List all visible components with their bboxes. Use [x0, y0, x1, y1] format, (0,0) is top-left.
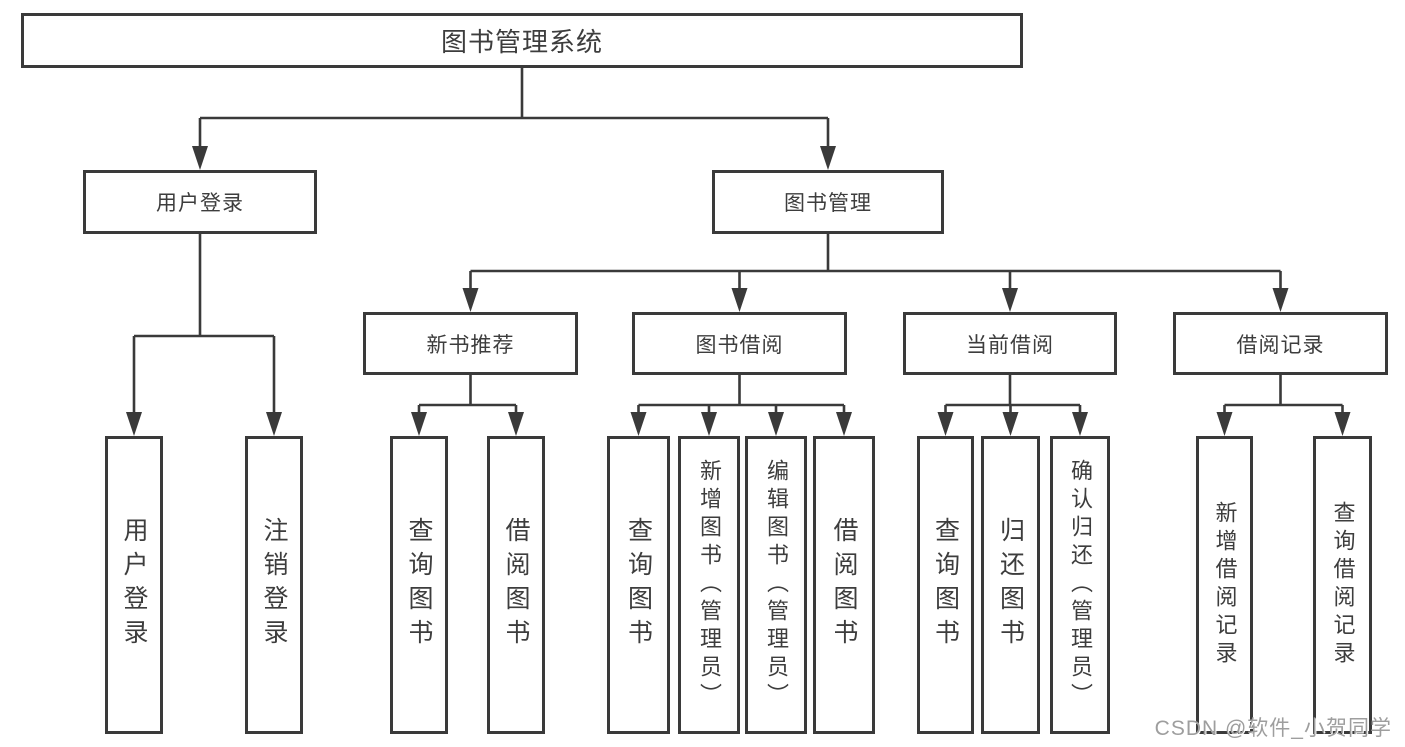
leaf-label: 借阅图书	[502, 517, 530, 653]
leaf-confirm-return-admin: 确认归还（管理员）	[1050, 436, 1110, 734]
node-user-login: 用户登录	[83, 170, 317, 234]
leaf-logout: 注销登录	[245, 436, 303, 734]
arrow-icon	[508, 412, 524, 436]
arrow-icon	[768, 412, 784, 436]
arrow-icon	[1216, 412, 1233, 436]
arrow-icon	[937, 412, 954, 436]
leaf-label: 用户登录	[120, 517, 148, 653]
node-label: 图书管理系统	[440, 27, 603, 57]
leaf-query-books-borrow: 查询图书	[607, 436, 670, 734]
node-label: 借阅记录	[1236, 333, 1325, 357]
leaf-return-book: 归还图书	[981, 436, 1040, 734]
leaf-label: 借阅图书	[830, 517, 858, 653]
leaf-query-borrow-record: 查询借阅记录	[1313, 436, 1372, 734]
leaf-add-book-admin: 新增图书（管理员）	[678, 436, 740, 734]
leaf-label: 查询图书	[931, 517, 960, 653]
leaf-label: 新增借阅记录	[1212, 501, 1238, 669]
leaf-label: 注销登录	[260, 517, 288, 653]
arrow-icon	[836, 412, 852, 436]
arrow-icon	[701, 412, 717, 436]
connector-path	[132, 68, 1344, 416]
node-new-book-recommend: 新书推荐	[363, 312, 578, 375]
arrow-icon	[411, 412, 427, 436]
arrow-icon	[266, 412, 282, 436]
arrow-icon	[1334, 412, 1351, 436]
node-book-borrow: 图书借阅	[632, 312, 847, 375]
leaf-query-books-current: 查询图书	[917, 436, 974, 734]
leaf-edit-book-admin: 编辑图书（管理员）	[745, 436, 807, 734]
node-root: 图书管理系统	[21, 13, 1023, 68]
node-label: 当前借阅	[966, 333, 1054, 357]
arrowheads	[126, 146, 1351, 436]
leaf-label: 查询图书	[405, 517, 433, 653]
leaf-label: 查询图书	[624, 517, 653, 653]
arrow-icon	[820, 146, 836, 170]
arrow-icon	[462, 288, 479, 312]
arrow-icon	[1072, 412, 1088, 436]
node-label: 新书推荐	[426, 333, 515, 357]
node-borrow-records: 借阅记录	[1173, 312, 1388, 375]
arrow-icon	[1272, 288, 1289, 312]
leaf-borrow-books-recommend: 借阅图书	[487, 436, 545, 734]
arrow-icon	[731, 288, 748, 312]
leaf-borrow-books: 借阅图书	[813, 436, 875, 734]
node-label: 图书借阅	[695, 333, 784, 357]
leaf-label: 归还图书	[996, 517, 1025, 653]
leaf-add-borrow-record: 新增借阅记录	[1196, 436, 1253, 734]
arrow-icon	[1002, 288, 1018, 312]
node-book-management: 图书管理	[712, 170, 944, 234]
node-label: 图书管理	[784, 192, 872, 215]
leaf-label: 编辑图书（管理员）	[764, 459, 789, 711]
leaf-user-login: 用户登录	[105, 436, 163, 734]
leaf-query-books-recommend: 查询图书	[390, 436, 448, 734]
leaf-label: 查询借阅记录	[1330, 501, 1356, 669]
node-label: 用户登录	[156, 192, 244, 215]
arrow-icon	[1002, 412, 1019, 436]
leaf-label: 新增图书（管理员）	[697, 459, 722, 711]
arrow-icon	[126, 412, 142, 436]
node-current-borrow: 当前借阅	[903, 312, 1117, 375]
arrow-icon	[192, 146, 208, 170]
leaf-label: 确认归还（管理员）	[1068, 459, 1093, 711]
arrow-icon	[630, 412, 647, 436]
